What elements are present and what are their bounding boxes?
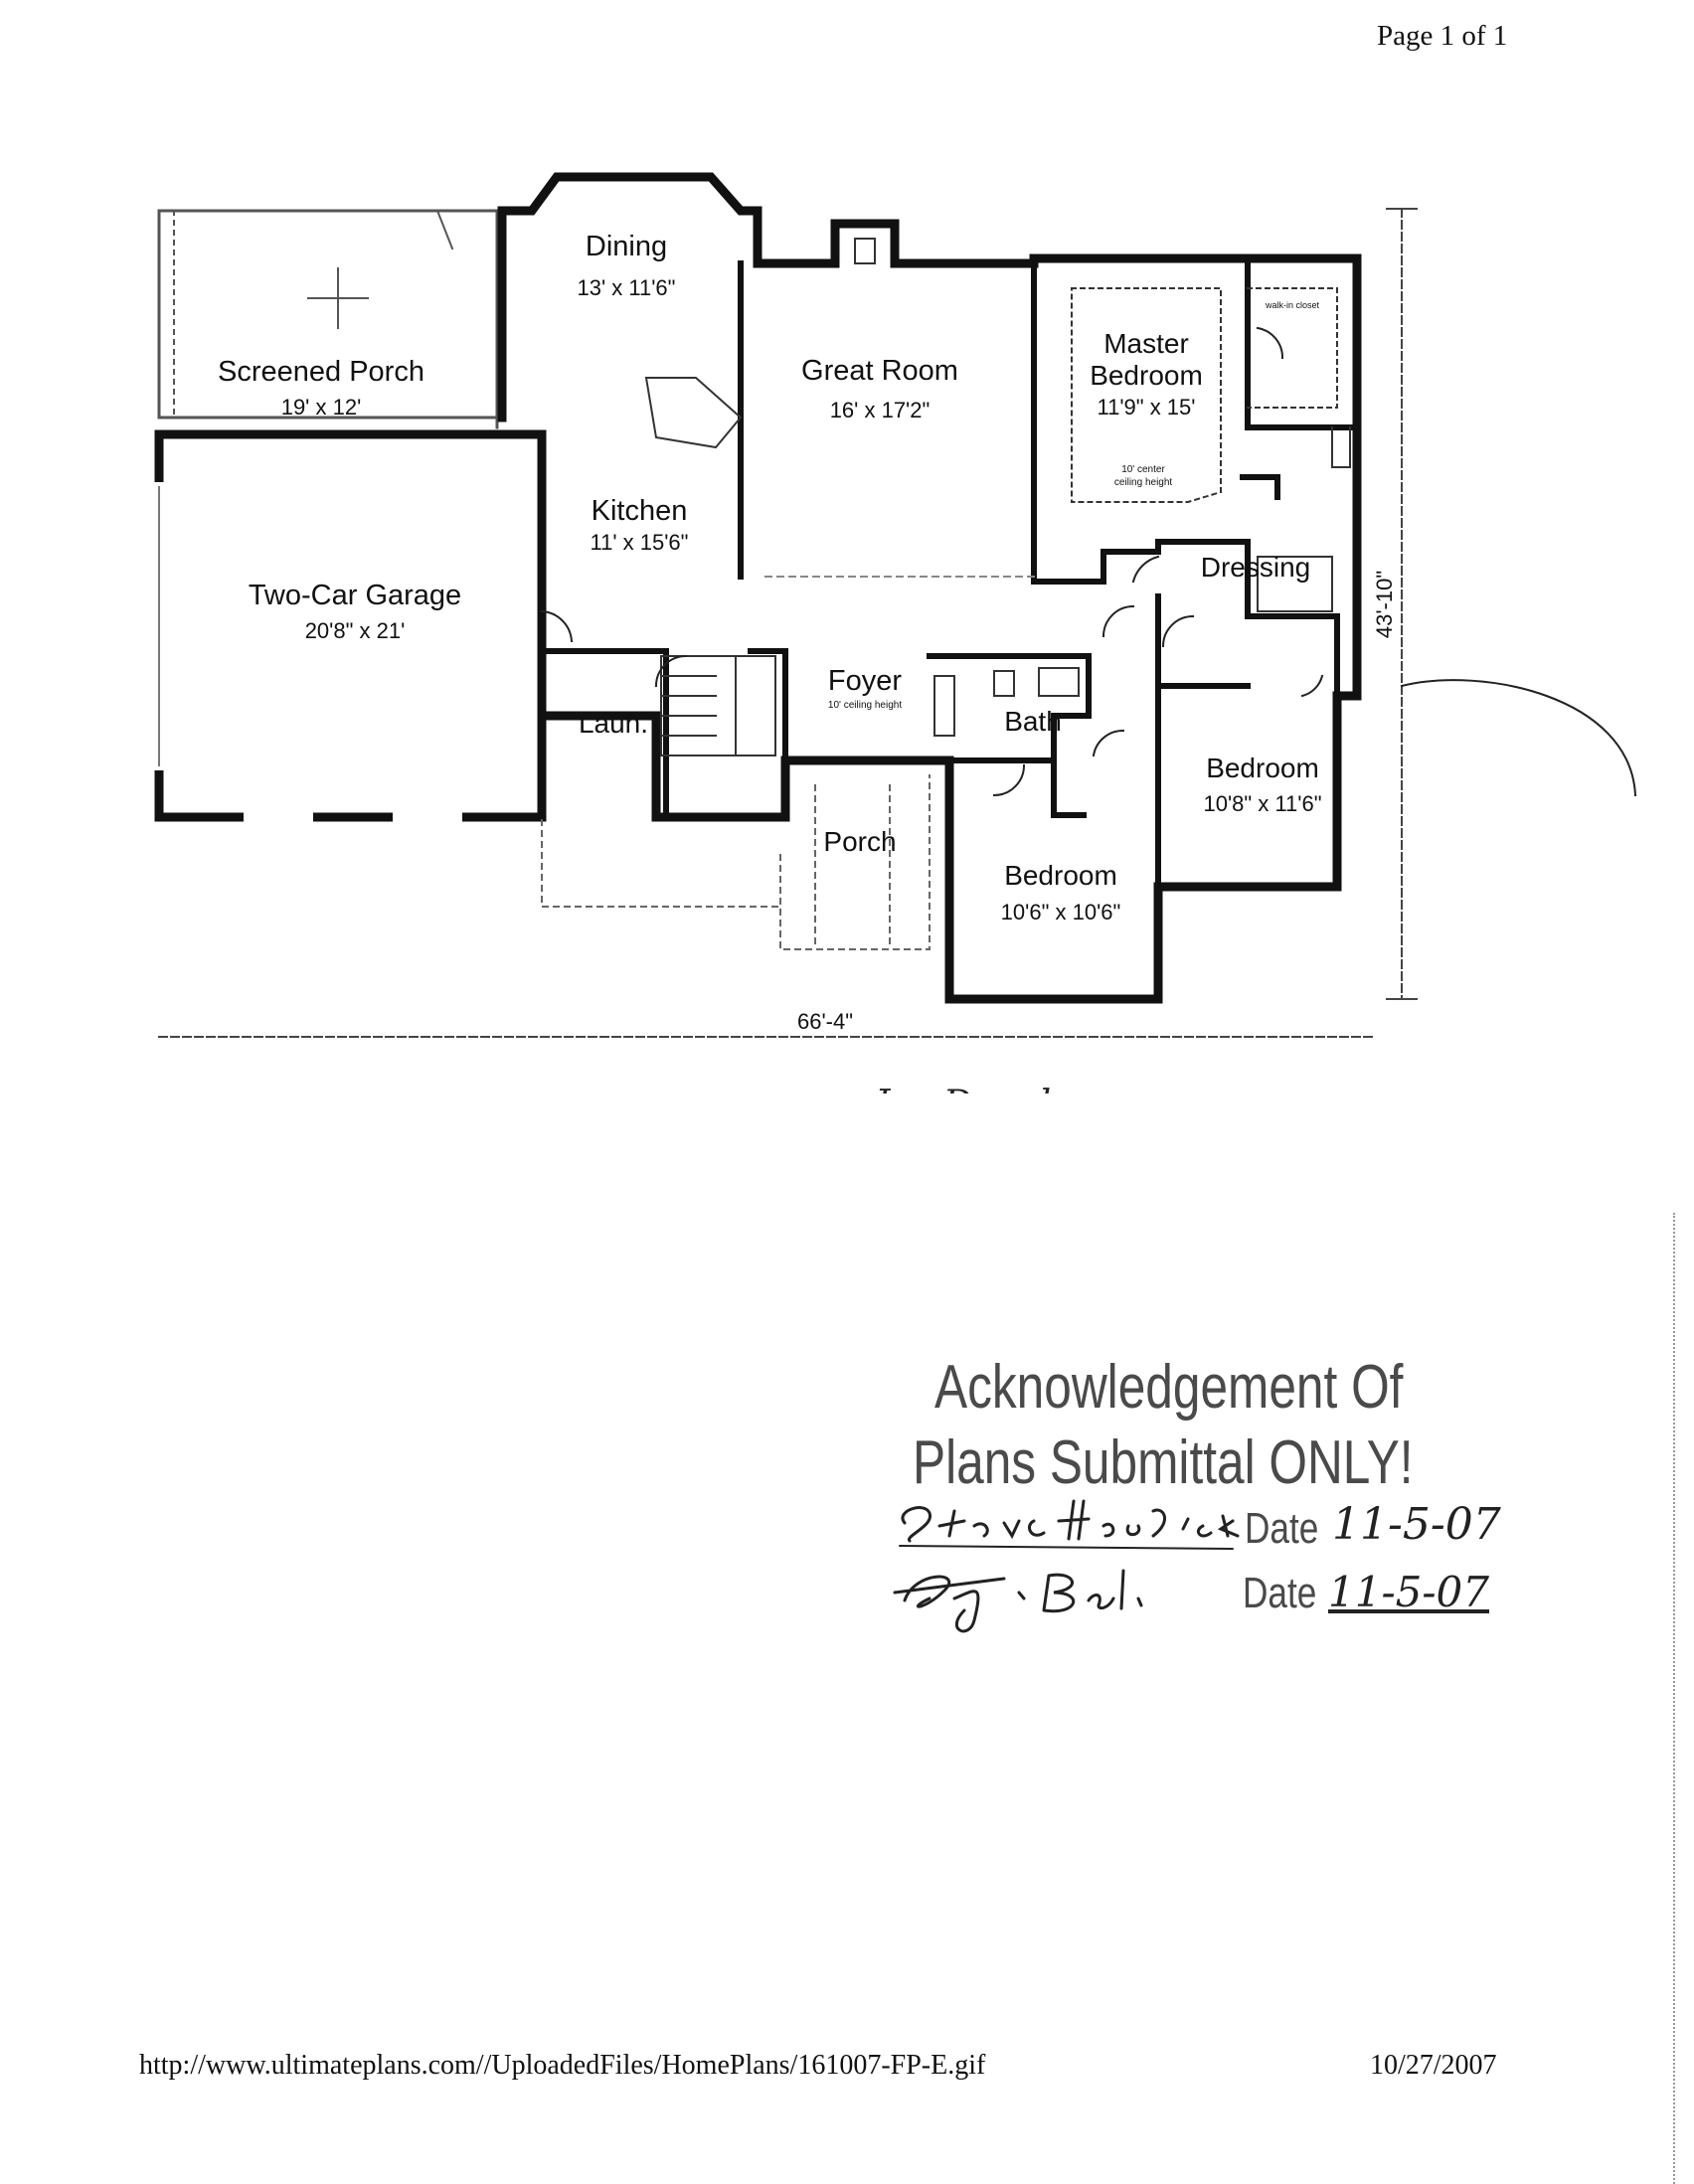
room-garage-size: 20'8" x 21'	[305, 618, 406, 643]
footer-url: http://www.ultimateplans.com//UploadedFi…	[139, 2050, 986, 2081]
dimension-width: 66'-4"	[797, 1009, 853, 1034]
stamp-signatures	[893, 1499, 1240, 1633]
room-bedroom-front: Bedroom	[1004, 860, 1117, 891]
room-bedroom-right: Bedroom	[1206, 753, 1319, 783]
stamp-line1: Acknowledgement Of	[934, 1353, 1404, 1422]
screened-porch-walls	[157, 209, 504, 429]
room-master-bedroom-line1: Master	[1103, 328, 1189, 359]
room-screened-porch: Screened Porch	[218, 356, 424, 388]
room-dressing: Dressing	[1201, 552, 1310, 583]
front-porch-outline	[541, 774, 931, 950]
master-ceiling-note-1: 10' center	[1121, 464, 1165, 475]
signature-2	[893, 1569, 1143, 1633]
room-kitchen-size: 11' x 15'6"	[591, 530, 689, 555]
room-master-bedroom-line2: Bedroom	[1090, 360, 1203, 391]
room-dining-size: 13' x 11'6"	[578, 275, 676, 300]
room-kitchen: Kitchen	[592, 495, 688, 527]
stamp-date-label-2: Date	[1243, 1569, 1317, 1617]
stamp-date-1: 11-5-07	[1332, 1499, 1501, 1550]
stamp-line2: Plans Submittal ONLY!	[913, 1428, 1414, 1497]
dimension-depth: 43'-10"	[1372, 571, 1397, 638]
floor-plan: Screened Porch 19' x 12' Dining 13' x 11…	[154, 172, 1637, 1093]
room-walk-in-closet: walk-in closet	[1265, 300, 1320, 310]
room-great-room-size: 16' x 17'2"	[830, 398, 931, 422]
room-porch: Porch	[823, 826, 896, 857]
stairs	[660, 655, 776, 756]
dimension-lines	[158, 208, 1637, 1038]
room-garage: Two-Car Garage	[249, 580, 461, 611]
interior-walls	[539, 255, 1360, 890]
room-foyer: Foyer	[828, 665, 902, 697]
footer-date: 10/27/2007	[1370, 2050, 1497, 2081]
room-great-room: Great Room	[801, 355, 958, 387]
signature-1	[899, 1499, 1240, 1550]
room-master-bedroom-size: 11'9" x 15'	[1098, 395, 1196, 420]
handwritten-name: Joe Douglas	[868, 1084, 1091, 1093]
foyer-ceiling-note: 10' ceiling height	[828, 700, 902, 711]
room-bedroom-right-size: 10'8" x 11'6"	[1203, 791, 1321, 816]
master-ceiling-note-2: ceiling height	[1114, 477, 1173, 488]
room-dining: Dining	[586, 231, 667, 262]
stamp-date-label-1: Date	[1245, 1504, 1319, 1553]
room-bath: Bath	[1004, 706, 1062, 737]
room-bedroom-front-size: 10'6" x 10'6"	[1001, 900, 1121, 924]
house-walls	[497, 172, 1362, 1004]
stamp-date-2: 11-5-07	[1328, 1568, 1489, 1616]
room-laundry: Laun.	[579, 708, 648, 739]
scan-edge-artifact	[1673, 1213, 1677, 2184]
room-screened-porch-size: 19' x 12'	[281, 395, 362, 420]
page-number: Page 1 of 1	[1377, 20, 1508, 52]
